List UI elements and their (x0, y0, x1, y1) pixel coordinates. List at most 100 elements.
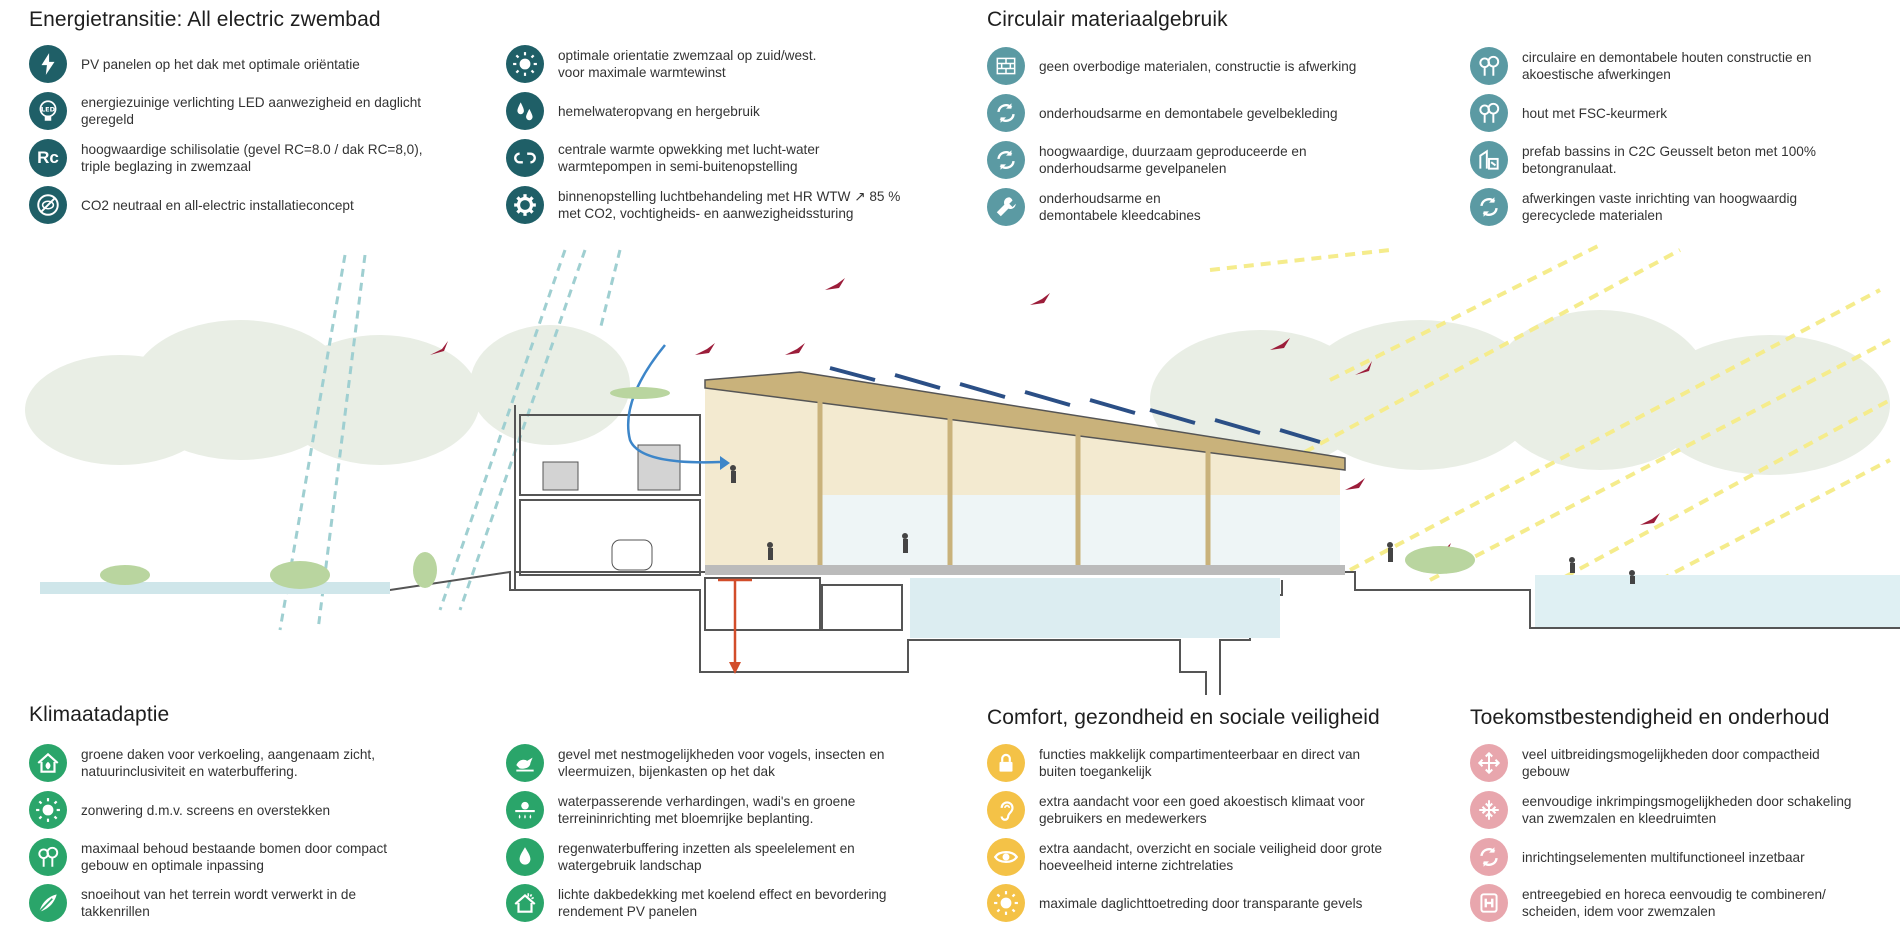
h-building-icon (1470, 884, 1508, 922)
recycle-icon (987, 94, 1025, 132)
item-text: snoeihout van het terrein wordt verwerkt… (81, 887, 357, 919)
rc-insulation-icon: Rc (29, 139, 67, 177)
lock-icon (987, 744, 1025, 782)
heat-pump-icon (506, 139, 544, 177)
list-item: binnenopstelling luchtbehandeling met HR… (506, 182, 900, 228)
sun-rays (1209, 243, 1891, 587)
list-item: hout met FSC-keurmerk (1470, 90, 1667, 136)
installation-unit (542, 461, 579, 491)
item-text: afwerkingen vaste inrichting van hoogwaa… (1522, 191, 1798, 223)
list-item: eenvoudige inkrimpingsmogelijkheden door… (1470, 787, 1851, 833)
trees-icon (1470, 47, 1508, 85)
heading-toekomst: Toekomstbestendigheid en onderhoud (1470, 706, 1830, 729)
item-text: entreegebied en horeca eenvoudig te comb… (1522, 887, 1826, 919)
expand-arrows-icon (1470, 744, 1508, 782)
vegetation (100, 387, 1475, 589)
list-item: onderhoudsarme en demontabele gevelbekle… (987, 90, 1338, 136)
item-text: groene daken voor verkoeling, aangenaam … (81, 747, 375, 779)
roof (704, 371, 1346, 471)
rainwater-icon (506, 92, 544, 130)
pool-floor (705, 565, 1345, 575)
ear-icon (987, 791, 1025, 829)
pool-basin (910, 578, 1280, 638)
item-text: functies makkelijk compartimenteerbaar e… (1039, 747, 1361, 779)
installation-unit (637, 444, 681, 491)
item-text: waterpasserende verhardingen, wadi's en … (558, 794, 856, 826)
item-text: optimale orientatie zwemzaal op zuid/wes… (558, 48, 817, 80)
heading-energietransitie: Energietransitie: All electric zwembad (29, 8, 381, 31)
sun-icon (506, 45, 544, 83)
item-text: veel uitbreidingsmogelijkheden door comp… (1522, 747, 1820, 779)
eye-icon (987, 838, 1025, 876)
item-text: extra aandacht, overzicht en sociale vei… (1039, 841, 1383, 873)
bird-icon (506, 744, 544, 782)
item-text: lichte dakbedekking met koelend effect e… (558, 887, 887, 919)
solar-panels (829, 366, 1321, 444)
list-item: geen overbodige materialen, constructie … (987, 43, 1356, 89)
recycle-icon (1470, 188, 1508, 226)
item-text: maximaal behoud bestaande bomen door com… (81, 841, 388, 873)
item-text: PV panelen op het dak met optimale oriën… (81, 56, 360, 72)
item-text: energiezuinige verlichting LED aanwezigh… (81, 95, 422, 127)
rain-lines (278, 249, 622, 631)
list-item: afwerkingen vaste inrichting van hoogwaa… (1470, 184, 1797, 230)
lightning-icon (29, 45, 67, 83)
list-item: hoogwaardige, duurzaam geproduceerde en … (987, 137, 1307, 183)
item-text: gevel met nestmogelijkheden voor vogels,… (558, 747, 885, 779)
list-item: extra aandacht, overzicht en sociale vei… (987, 834, 1382, 880)
item-text: circulaire en demontabele houten constru… (1522, 50, 1812, 82)
shrink-arrows-icon (1470, 791, 1508, 829)
led-bulb-icon: LED (29, 92, 67, 130)
sun-icon (987, 884, 1025, 922)
no-co2-icon (29, 186, 67, 224)
item-text: hoogwaardige, duurzaam geproduceerde en … (1039, 144, 1307, 176)
item-text: geen overbodige materialen, constructie … (1039, 58, 1357, 74)
water-drop-icon (506, 838, 544, 876)
list-item: LED energiezuinige verlichting LED aanwe… (29, 88, 421, 134)
list-item: optimale orientatie zwemzaal op zuid/wes… (506, 41, 816, 87)
trees-icon (29, 838, 67, 876)
list-item: Rc hoogwaardige schilisolatie (gevel RC=… (29, 135, 423, 181)
list-item: extra aandacht voor een goed akoestisch … (987, 787, 1365, 833)
c2c-icon (1470, 141, 1508, 179)
cool-roof-icon (506, 884, 544, 922)
item-text: prefab bassins in C2C Geusselt beton met… (1522, 144, 1816, 176)
roof-columns (817, 395, 1211, 565)
list-item: PV panelen op het dak met optimale oriën… (29, 41, 360, 87)
people (730, 465, 1635, 584)
list-item: CO2 neutraal en all-electric installatie… (29, 182, 354, 228)
list-item: inrichtingselementen multifunctioneel in… (1470, 834, 1805, 880)
arrow-head (720, 456, 730, 470)
item-text: binnenopstelling luchtbehandeling met HR… (558, 189, 901, 221)
recycle-icon (1470, 838, 1508, 876)
arrow-head (729, 662, 741, 674)
permeable-paving-icon (506, 791, 544, 829)
item-text: zonwering d.m.v. screens en overstekken (81, 802, 331, 818)
list-item: centrale warmte opwekking met lucht-wate… (506, 135, 819, 181)
rainwater-arrow (626, 344, 721, 464)
left-pond (40, 582, 390, 594)
list-item: functies makkelijk compartimenteerbaar e… (987, 740, 1360, 786)
item-text: eenvoudige inkrimpingsmogelijkheden door… (1522, 794, 1852, 826)
item-text: hout met FSC-keurmerk (1522, 105, 1668, 121)
recycle-icon (987, 141, 1025, 179)
gear-icon (506, 186, 544, 224)
list-item: circulaire en demontabele houten constru… (1470, 43, 1811, 89)
list-item: hemelwateropvang en hergebruik (506, 88, 760, 134)
list-item: gevel met nestmogelijkheden voor vogels,… (506, 740, 884, 786)
item-text: onderhoudsarme en demontabele gevelbekle… (1039, 105, 1338, 121)
right-pond (1535, 575, 1900, 627)
list-item: snoeihout van het terrein wordt verwerkt… (29, 880, 356, 926)
heading-klimaatadaptie: Klimaatadaptie (29, 703, 170, 726)
list-item: prefab bassins in C2C Geusselt beton met… (1470, 137, 1816, 183)
list-item: maximaal behoud bestaande bomen door com… (29, 834, 387, 880)
trees-icon (1470, 94, 1508, 132)
item-text: centrale warmte opwekking met lucht-wate… (558, 142, 820, 174)
list-item: entreegebied en horeca eenvoudig te comb… (1470, 880, 1826, 926)
wrench-icon (987, 188, 1025, 226)
item-text: extra aandacht voor een goed akoestisch … (1039, 794, 1365, 826)
green-roof-icon (29, 744, 67, 782)
item-text: inrichtingselementen multifunctioneel in… (1522, 849, 1805, 865)
list-item: lichte dakbedekking met koelend effect e… (506, 880, 886, 926)
leaves-icon (29, 884, 67, 922)
